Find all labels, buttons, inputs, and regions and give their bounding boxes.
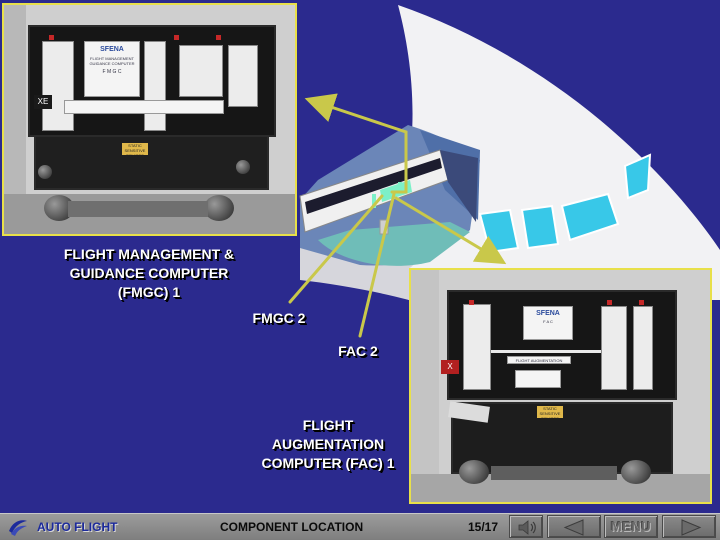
menu-button[interactable]: MENU [604,515,658,538]
fac-data-label [515,370,561,388]
label-fac2: FAC 2 [338,343,378,359]
leader-line-fac2 [358,192,396,338]
fmgc-photo: SFENA FLIGHT MANAGEMENT GUIDANCE COMPUTE… [2,3,297,236]
cockpit-floor [318,222,470,266]
sound-button[interactable] [509,515,543,538]
label-fmgc1: FLIGHT MANAGEMENT & GUIDANCE COMPUTER (F… [63,246,235,300]
fac-side-tag: X [441,360,459,374]
menu-button-label: MENU [610,519,652,534]
fac-title-label: FLIGHT AUGMENTATION COMPUTER [507,356,571,364]
airline-logo-icon [9,520,27,536]
fac-warning-label: STATIC SENSITIVE DEVICES [537,406,563,421]
fmgc-side-tag: XE [34,95,52,109]
bottom-nav-bar: AUTO FLIGHT COMPONENT LOCATION 15/17 MEN… [0,513,720,540]
page-counter: 15/17 [468,520,499,534]
fac-photo: SFENA F A C FLIGHT AUGMENTATION COMPUTER… [409,268,712,504]
cockpit-window-2 [520,204,560,250]
leader-line-fac1 [394,196,507,265]
fmgc-warning-label: STATIC SENSITIVE DEVICES [122,143,148,158]
speaker-icon [518,520,536,535]
leader-line-fmgc1 [304,93,408,194]
label-fac1: FLIGHT AUGMENTATION COMPUTER (FAC) 1 [261,417,395,471]
fmgc-brand-label: SFENA FLIGHT MANAGEMENT GUIDANCE COMPUTE… [84,41,140,97]
topic-title: COMPONENT LOCATION [220,520,364,534]
triangle-right-icon [681,519,702,536]
label-fmgc2: FMGC 2 [252,310,306,326]
triangle-left-icon [563,519,584,536]
cockpit-window-4 [623,153,652,200]
cockpit-window-3 [560,192,620,242]
previous-page-button[interactable] [547,515,601,538]
fac-brand-label: SFENA F A C [523,306,573,340]
section-title: AUTO FLIGHT [37,520,118,534]
next-page-button[interactable] [662,515,716,538]
fmgc-data-label [64,100,224,114]
leader-line-fmgc2 [288,194,384,304]
